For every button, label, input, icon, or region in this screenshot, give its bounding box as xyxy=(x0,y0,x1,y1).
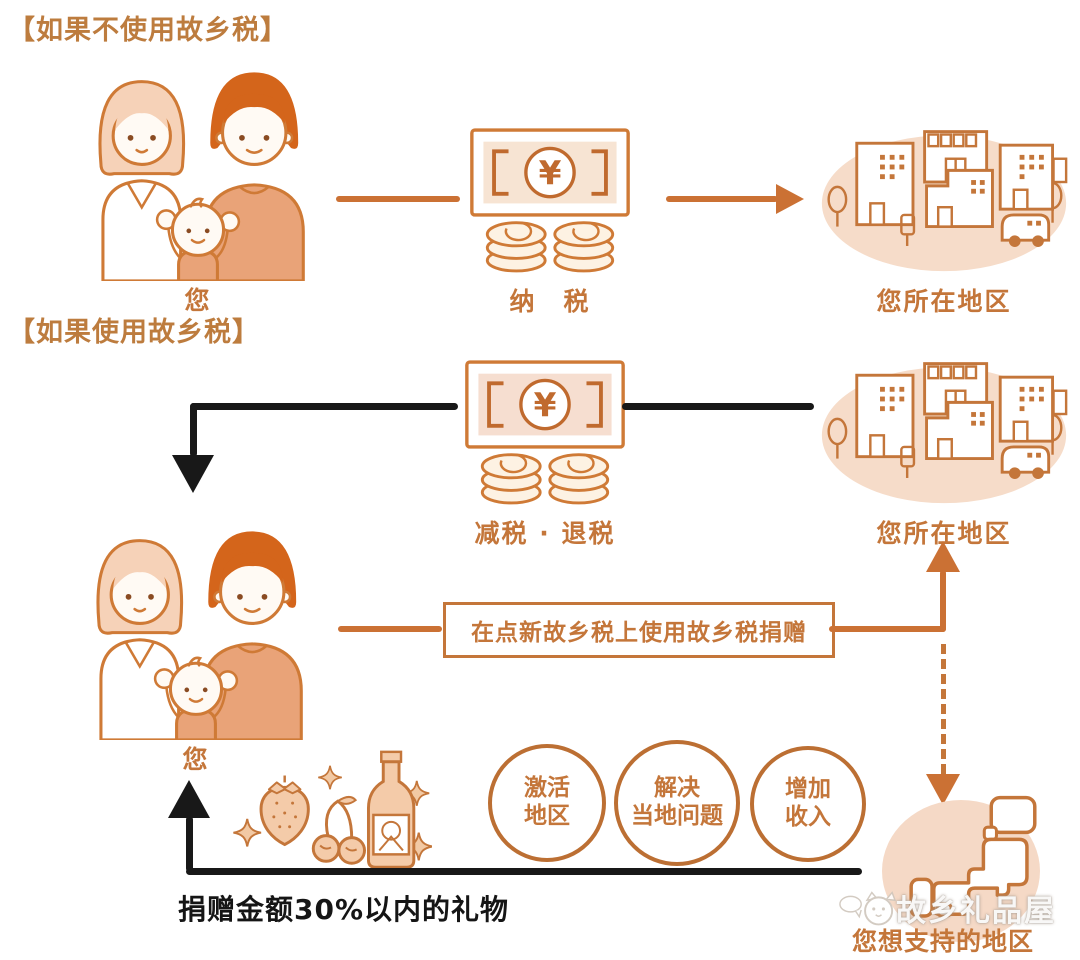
refund-label: 减税 · 退税 xyxy=(474,519,616,548)
money-icon: ¥ xyxy=(470,128,630,273)
coin-stacks xyxy=(485,221,615,273)
japan-map-icon xyxy=(909,795,1037,918)
donation-line-up xyxy=(940,570,946,632)
strawberry-icon xyxy=(259,775,310,847)
wine-bottle-icon xyxy=(366,750,416,869)
arrow-down-icon xyxy=(926,774,960,805)
your-region-label-1: 您所在地区 xyxy=(876,287,1012,316)
benefit-text: 增加 xyxy=(785,776,831,803)
benefit-text: 地区 xyxy=(524,803,570,829)
support-dashed-line xyxy=(941,644,946,774)
support-region-figure xyxy=(892,792,1040,936)
donation-line-left xyxy=(338,626,442,632)
cherries-icon xyxy=(311,795,367,865)
support-region-label: 您想支持的地区 xyxy=(852,927,1035,956)
arrow-line-1 xyxy=(336,196,460,202)
arrow-down-icon xyxy=(172,455,214,493)
benefit-circle-activate: 激活 地区 xyxy=(488,744,606,862)
family-figure-1: 您 xyxy=(60,56,336,317)
yen-symbol: ¥ xyxy=(534,386,557,424)
gifts-icon xyxy=(233,750,433,869)
family-figure-2: 您 xyxy=(58,515,334,776)
family-label-2: 您 xyxy=(182,745,210,774)
your-region-1: 您所在地区 xyxy=(818,118,1070,318)
gift-note: 捐赠金额30%以内的礼物 xyxy=(178,893,510,926)
title-without-tax: 【如果不使用故乡税】 xyxy=(8,15,288,46)
title-with-tax: 【如果使用故乡税】 xyxy=(8,317,260,348)
refund-line-vertical xyxy=(190,403,197,457)
donation-line-right xyxy=(829,626,946,632)
family-label-1: 您 xyxy=(184,286,212,315)
gifts-figure xyxy=(232,742,433,884)
benefit-text: 当地问题 xyxy=(631,803,723,829)
mascot-icon xyxy=(839,891,896,926)
your-region-2: 您所在地区 xyxy=(818,350,1070,550)
benefit-circle-income: 增加 收入 xyxy=(750,746,866,862)
money-icon: ¥ xyxy=(465,360,625,505)
gift-return-line xyxy=(186,868,862,875)
watermark: 故乡礼品屋 xyxy=(838,886,1056,930)
benefit-circle-solve: 解决 当地问题 xyxy=(614,740,740,866)
region-to-refund-line xyxy=(622,403,814,410)
donation-box: 在点新故乡税上使用故乡税捐赠 xyxy=(443,602,835,658)
family-illustration xyxy=(96,531,303,740)
tax-money-1: ¥ 纳 税 xyxy=(468,126,632,318)
refund-money: ¥ 减税 · 退税 xyxy=(463,358,627,550)
pay-tax-label: 纳 税 xyxy=(509,287,591,316)
arrow-up-icon xyxy=(926,541,960,572)
yen-symbol: ¥ xyxy=(539,154,562,192)
city-illustration xyxy=(821,130,1068,272)
benefit-text: 收入 xyxy=(785,804,831,830)
van-icon xyxy=(1000,445,1051,479)
city-illustration xyxy=(821,362,1068,504)
watermark-text: 故乡礼品屋 xyxy=(896,894,1056,929)
family-illustration xyxy=(98,72,305,281)
benefit-text: 解决 xyxy=(654,775,700,802)
refund-line-horizontal xyxy=(190,403,458,410)
arrow-right-icon xyxy=(776,184,804,214)
arrow-up-icon xyxy=(168,780,210,818)
gift-return-line-vertical xyxy=(186,816,193,872)
van-icon xyxy=(1000,213,1051,247)
benefit-text: 激活 xyxy=(524,775,570,802)
arrow-line-2 xyxy=(666,196,778,202)
coin-stacks xyxy=(480,453,610,505)
